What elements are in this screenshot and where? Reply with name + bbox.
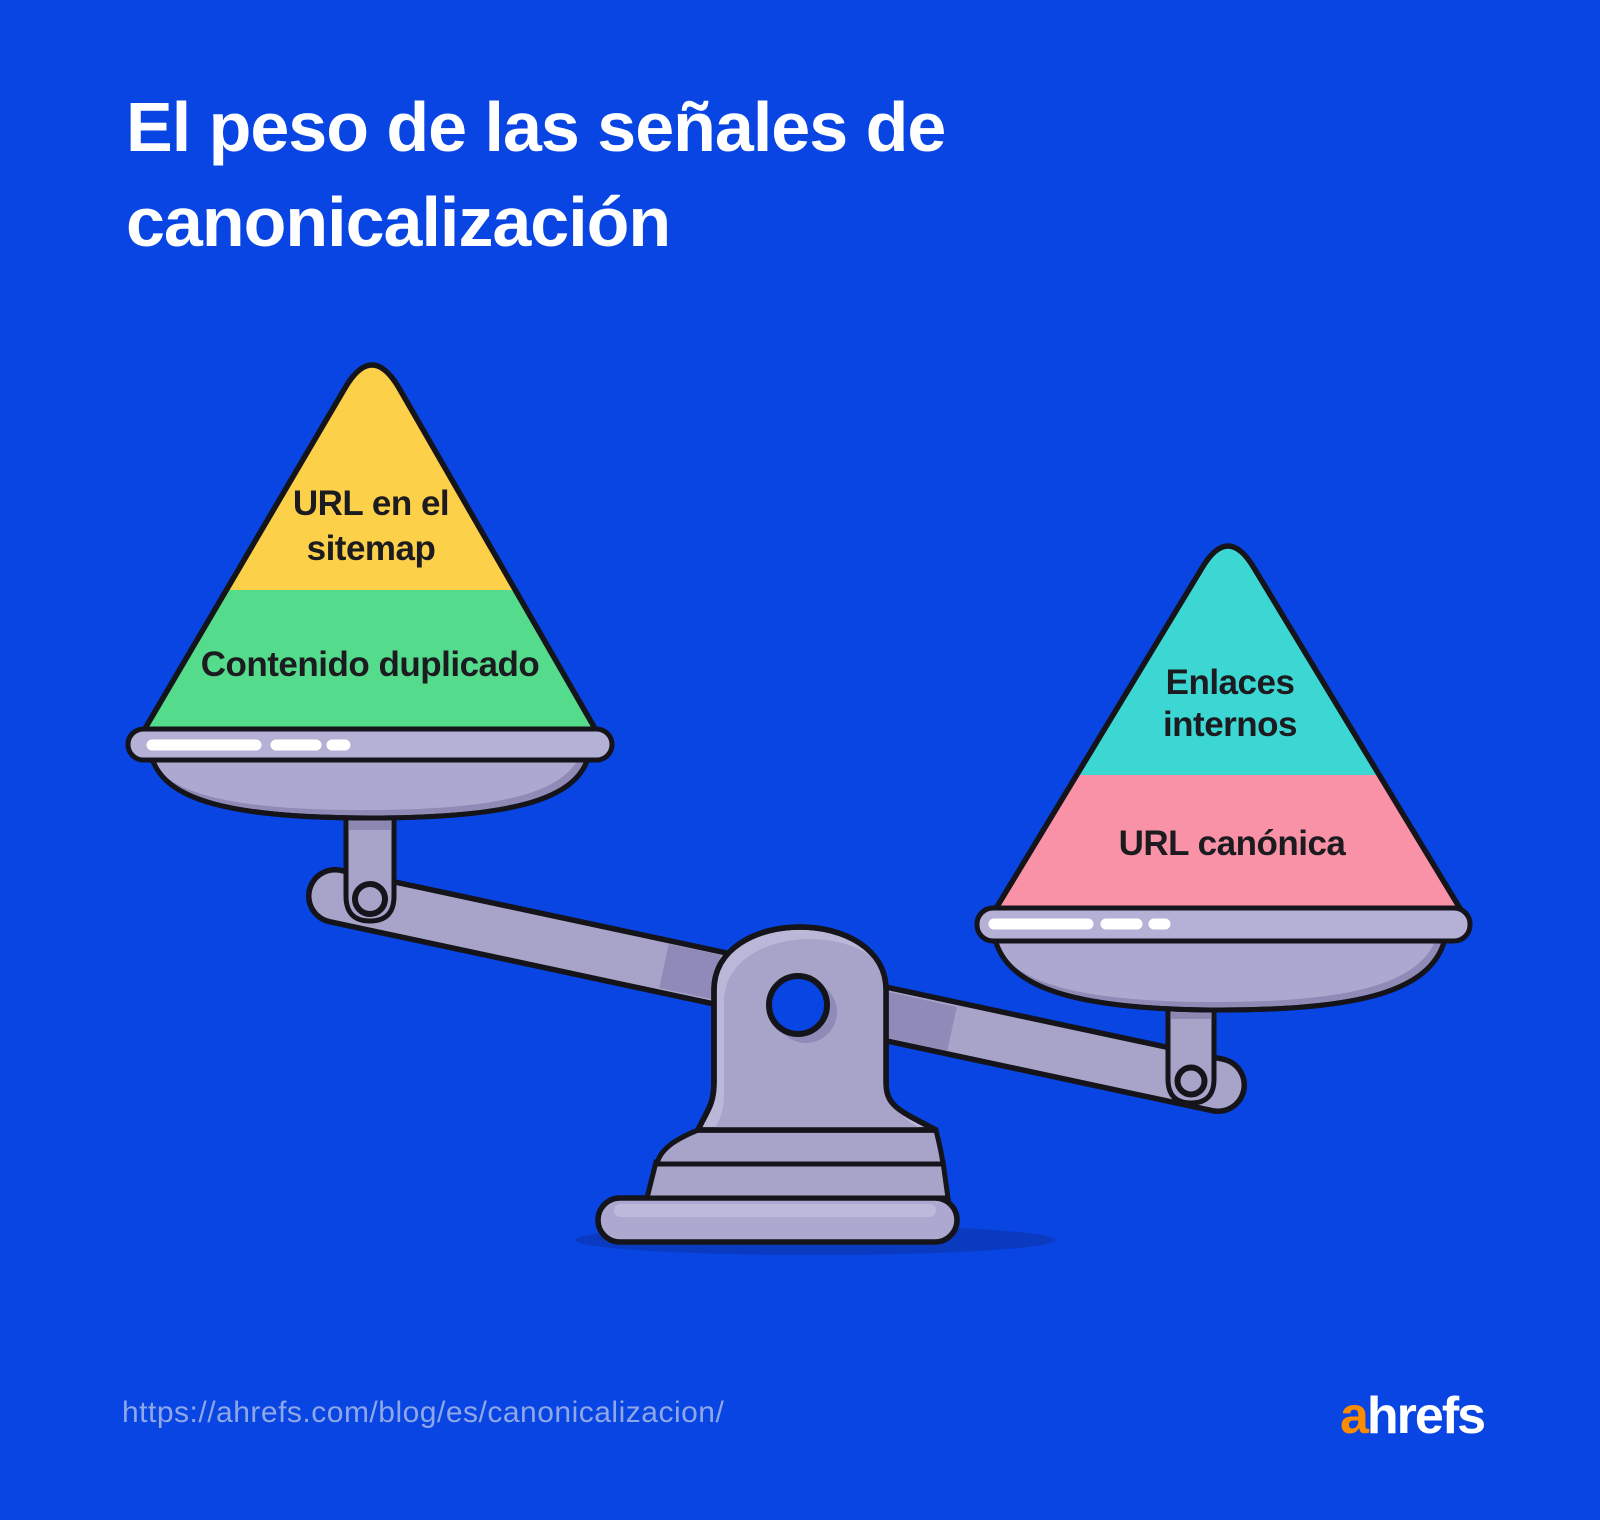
page-title-line2: canonicalización xyxy=(126,183,671,261)
left-pyramid-top-label: URL en el sitemap xyxy=(292,484,450,568)
source-url: https://ahrefs.com/blog/es/canonicalizac… xyxy=(122,1396,725,1429)
left-pyramid-bottom-section xyxy=(143,590,597,732)
left-pan-rim xyxy=(125,726,615,763)
pivot-hole xyxy=(766,973,830,1037)
left-pivot-bolt xyxy=(352,881,388,917)
ahrefs-logo: ahrefs xyxy=(1340,1387,1486,1445)
right-pyramid-top-label: Enlaces internos xyxy=(1162,663,1298,744)
right-pyramid-bottom-label: URL canónica xyxy=(1118,824,1346,863)
left-pan-stem xyxy=(343,805,397,924)
left-pyramid-bottom-label: Contenido duplicado xyxy=(200,645,540,684)
base-block xyxy=(643,1159,951,1201)
pivot-base xyxy=(595,924,960,1245)
right-pan xyxy=(974,905,1473,1013)
right-pivot-bolt xyxy=(1174,1064,1208,1098)
page-title-line1: El peso de las señales de xyxy=(126,88,946,166)
right-pan-rim xyxy=(974,905,1473,944)
right-pan-stem xyxy=(1165,995,1217,1106)
base-collar xyxy=(653,1127,946,1167)
ahrefs-logo-a: a xyxy=(1340,1387,1369,1445)
ahrefs-logo-hrefs: hrefs xyxy=(1366,1387,1486,1445)
left-pan xyxy=(125,726,615,821)
right-pyramid-bottom-section xyxy=(995,775,1461,910)
page-title: El peso de las señales de canonicalizaci… xyxy=(126,80,946,270)
